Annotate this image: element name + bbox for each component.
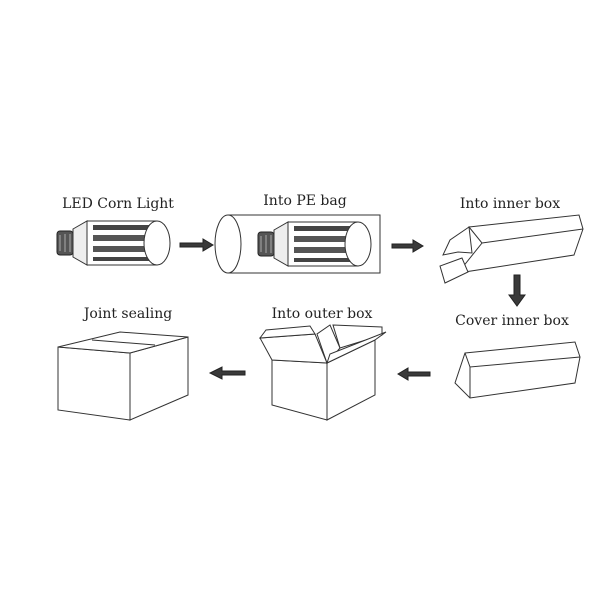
arrow-right-icon — [179, 238, 214, 252]
step-label-joint-sealing: Joint sealing — [82, 306, 172, 322]
step-label-led-corn-light: LED Corn Light — [62, 196, 174, 212]
closed-inner-box-icon — [454, 341, 581, 399]
arrow-left-icon — [208, 366, 246, 380]
open-inner-box-icon — [439, 214, 584, 284]
arrow-left-icon — [397, 367, 431, 381]
step-label-into-outer-box: Into outer box — [272, 306, 373, 322]
open-outer-box-icon — [258, 324, 387, 421]
sealed-outer-box-icon — [57, 331, 189, 421]
arrow-down-icon — [508, 274, 526, 307]
step-label-cover-inner-box: Cover inner box — [455, 313, 569, 329]
step-label-into-inner-box: Into inner box — [460, 196, 560, 212]
pe-bag-icon — [214, 214, 381, 274]
arrow-right-icon — [391, 239, 424, 253]
led-corn-light-icon — [56, 220, 171, 266]
step-label-into-pe-bag: Into PE bag — [263, 193, 346, 209]
